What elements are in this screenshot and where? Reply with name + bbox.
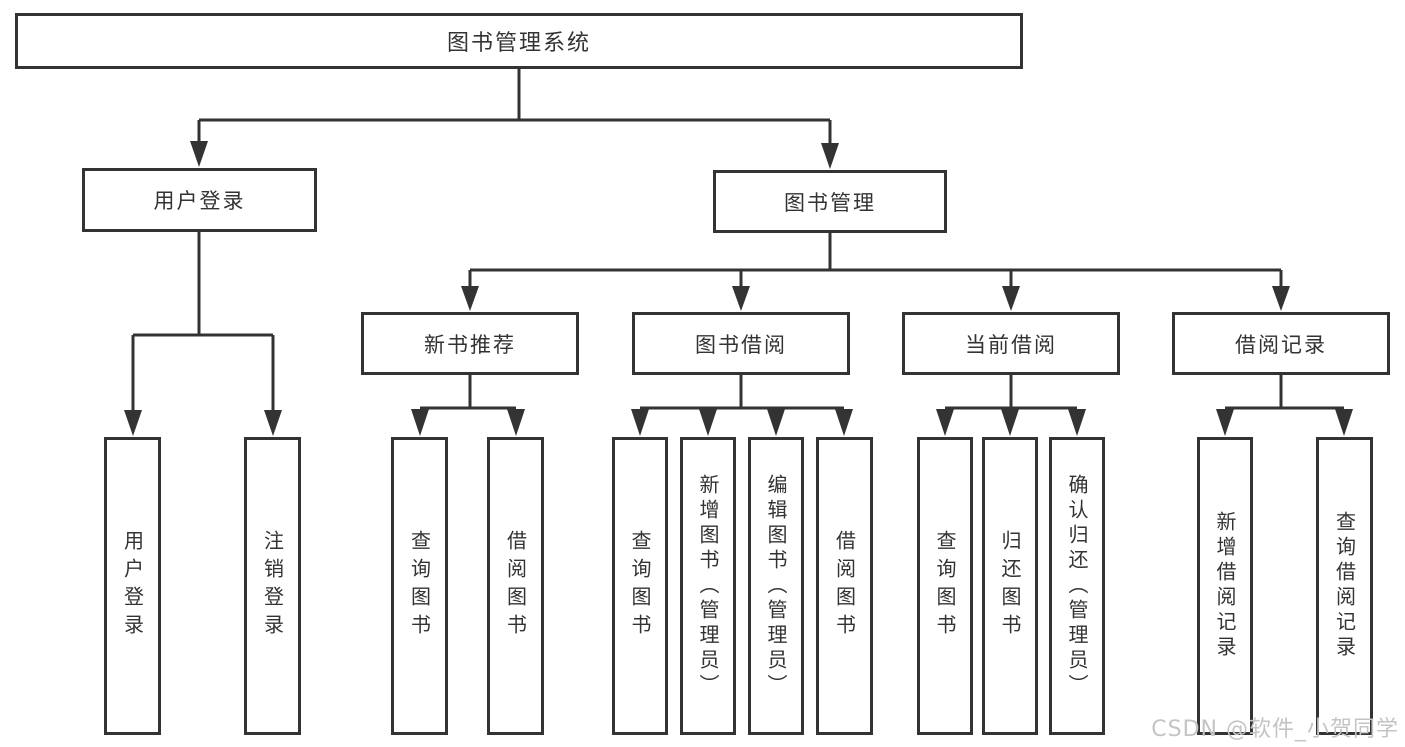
node-book-borrowing: 图书借阅 bbox=[632, 312, 850, 375]
node-new-book-recommend: 新书推荐 bbox=[361, 312, 579, 375]
leaf-add-book-admin: 新增图书（管理员） bbox=[680, 437, 736, 735]
leaf-confirm-return-admin: 确认归还（管理员） bbox=[1049, 437, 1105, 735]
leaf-borrow-books-recommend: 借阅图书 bbox=[487, 437, 544, 735]
connector-paths bbox=[131, 69, 1344, 412]
leaf-query-books-borrowing: 查询图书 bbox=[612, 437, 668, 735]
leaf-query-books-current: 查询图书 bbox=[917, 437, 973, 735]
node-user-login: 用户登录 bbox=[82, 168, 317, 232]
leaf-borrow-books-borrowing: 借阅图书 bbox=[816, 437, 873, 735]
leaf-query-books-recommend: 查询图书 bbox=[391, 437, 448, 735]
leaf-edit-book-admin: 编辑图书（管理员） bbox=[748, 437, 804, 735]
node-borrow-records: 借阅记录 bbox=[1172, 312, 1390, 375]
node-book-management: 图书管理 bbox=[713, 170, 947, 233]
watermark: CSDN @软件_小贺同学 bbox=[1151, 717, 1399, 742]
arrowheads bbox=[124, 141, 1353, 436]
leaf-return-book: 归还图书 bbox=[982, 437, 1038, 735]
node-current-borrowing: 当前借阅 bbox=[902, 312, 1120, 375]
node-library-system: 图书管理系统 bbox=[15, 13, 1023, 69]
leaf-add-borrow-record: 新增借阅记录 bbox=[1197, 437, 1253, 735]
leaf-logout: 注销登录 bbox=[244, 437, 301, 735]
leaf-user-login: 用户登录 bbox=[104, 437, 161, 735]
leaf-query-borrow-record: 查询借阅记录 bbox=[1316, 437, 1373, 735]
